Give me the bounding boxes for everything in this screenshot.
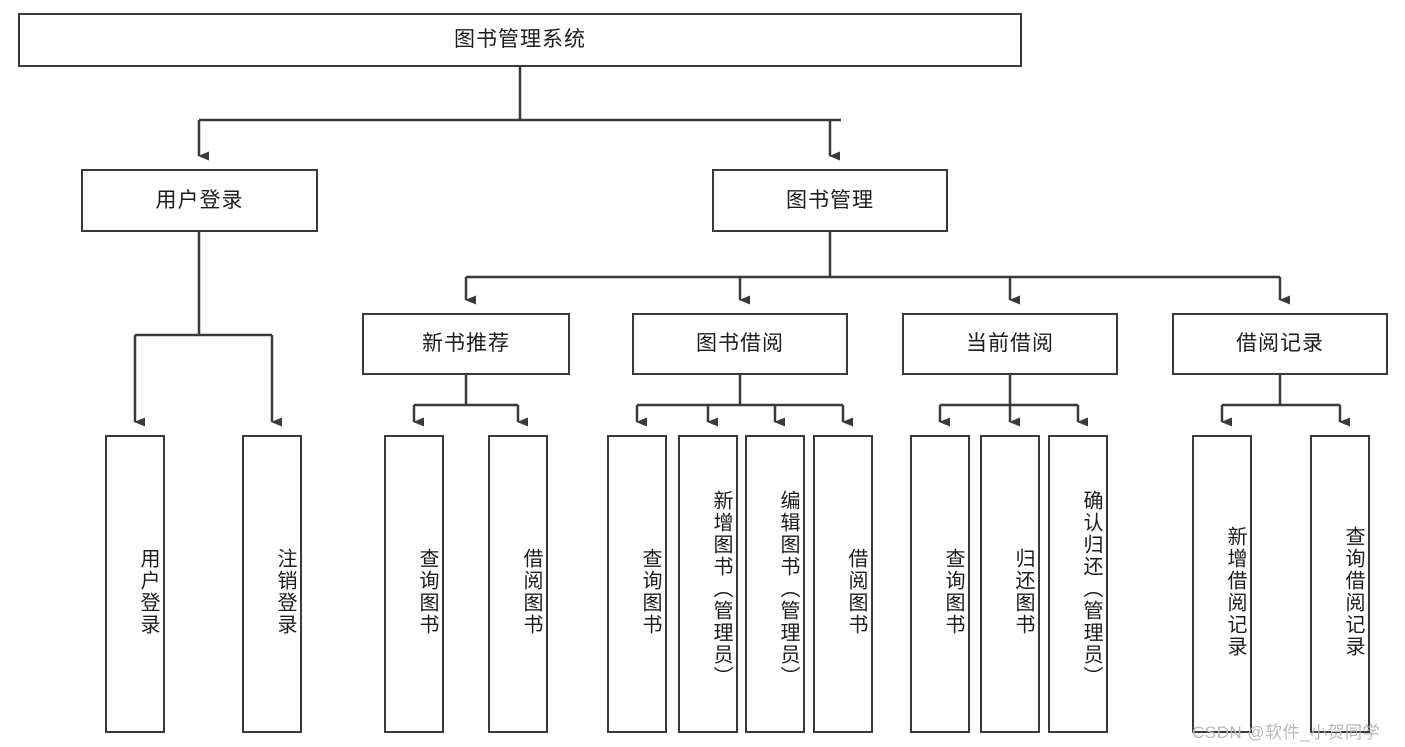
node-book-manage[interactable]: 图书管理 [712, 169, 948, 232]
leaf-book-borrow-borrow[interactable]: 借阅图书 [813, 435, 873, 733]
node-user-login[interactable]: 用户登录 [81, 169, 318, 232]
leaf-current-borrow-confirm[interactable]: 确认归还（管理员） [1048, 435, 1108, 733]
leaf-borrow-record-add[interactable]: 新增借阅记录 [1192, 435, 1252, 733]
leaf-book-borrow-query[interactable]: 查询图书 [607, 435, 667, 733]
node-book-borrow[interactable]: 图书借阅 [632, 313, 848, 375]
node-borrow-record[interactable]: 借阅记录 [1172, 313, 1388, 375]
leaf-new-book-borrow[interactable]: 借阅图书 [488, 435, 548, 733]
node-root[interactable]: 图书管理系统 [18, 13, 1022, 67]
leaf-user-login-login[interactable]: 用户登录 [105, 435, 165, 733]
leaf-new-book-query[interactable]: 查询图书 [384, 435, 444, 733]
leaf-borrow-record-query[interactable]: 查询借阅记录 [1310, 435, 1370, 733]
node-new-book-recommend[interactable]: 新书推荐 [362, 313, 570, 375]
leaf-current-borrow-query[interactable]: 查询图书 [910, 435, 970, 733]
leaf-current-borrow-return[interactable]: 归还图书 [980, 435, 1040, 733]
node-current-borrow[interactable]: 当前借阅 [902, 313, 1118, 375]
leaf-user-login-logout[interactable]: 注销登录 [242, 435, 302, 733]
leaf-book-borrow-add[interactable]: 新增图书（管理员） [678, 435, 738, 733]
leaf-book-borrow-edit[interactable]: 编辑图书（管理员） [745, 435, 805, 733]
